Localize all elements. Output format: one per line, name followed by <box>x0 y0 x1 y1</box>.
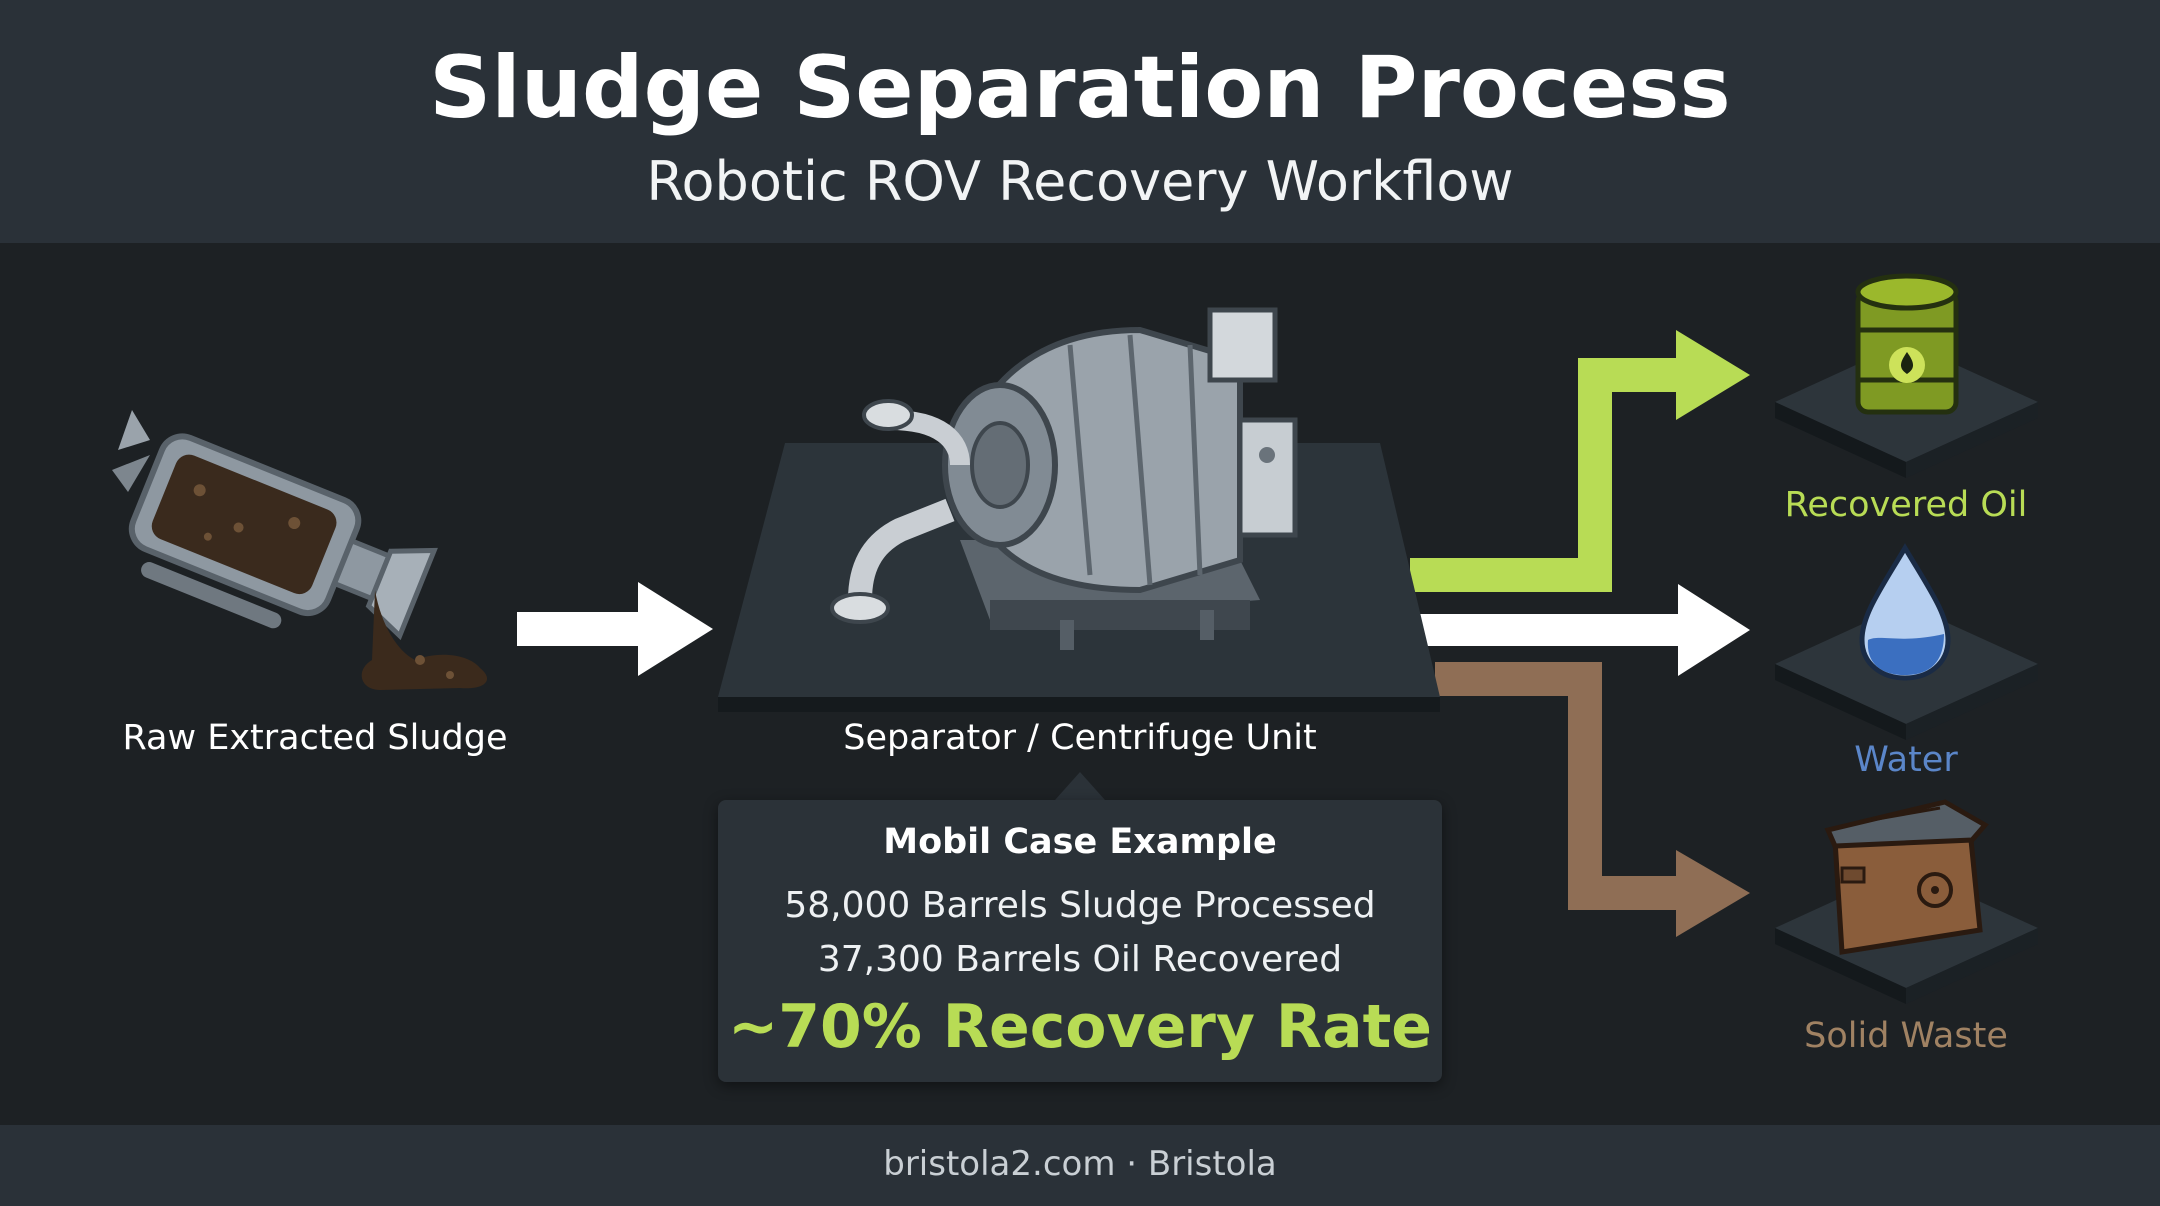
output-label-water: Water <box>1854 740 1958 780</box>
header-band: Sludge Separation Process Robotic ROV Re… <box>0 0 2160 243</box>
centrifuge-icon <box>830 307 1298 650</box>
output-label-waste: Solid Waste <box>1804 1016 2008 1056</box>
rov-sludge-icon <box>112 410 488 690</box>
waste-flow-arrow <box>1435 662 1750 937</box>
source-label: Raw Extracted Sludge <box>122 718 508 758</box>
waste-bin-icon <box>1824 799 1989 955</box>
water-flow-arrow <box>1420 584 1750 676</box>
water-drop-icon <box>1859 543 1951 681</box>
output-label-oil: Recovered Oil <box>1784 485 2028 525</box>
case-line-processed: 58,000 Barrels Sludge Processed <box>784 885 1376 926</box>
separator-label: Separator / Centrifuge Unit <box>843 718 1317 758</box>
page-subtitle: Robotic ROV Recovery Workflow <box>646 150 1514 213</box>
footer-credit: bristola2.com · Bristola <box>883 1144 1277 1184</box>
case-line-recovered: 37,300 Barrels Oil Recovered <box>817 939 1343 980</box>
case-example-box: Mobil Case Example 58,000 Barrels Sludge… <box>718 800 1442 1082</box>
page-title: Sludge Separation Process <box>429 38 1731 138</box>
footer-band: bristola2.com · Bristola <box>0 1125 2160 1206</box>
recovery-rate: ~70% Recovery Rate <box>728 992 1432 1062</box>
input-arrow <box>517 582 713 676</box>
oil-barrel-icon <box>1855 273 1959 415</box>
case-title: Mobil Case Example <box>883 822 1277 862</box>
oil-flow-arrow <box>1410 330 1750 592</box>
